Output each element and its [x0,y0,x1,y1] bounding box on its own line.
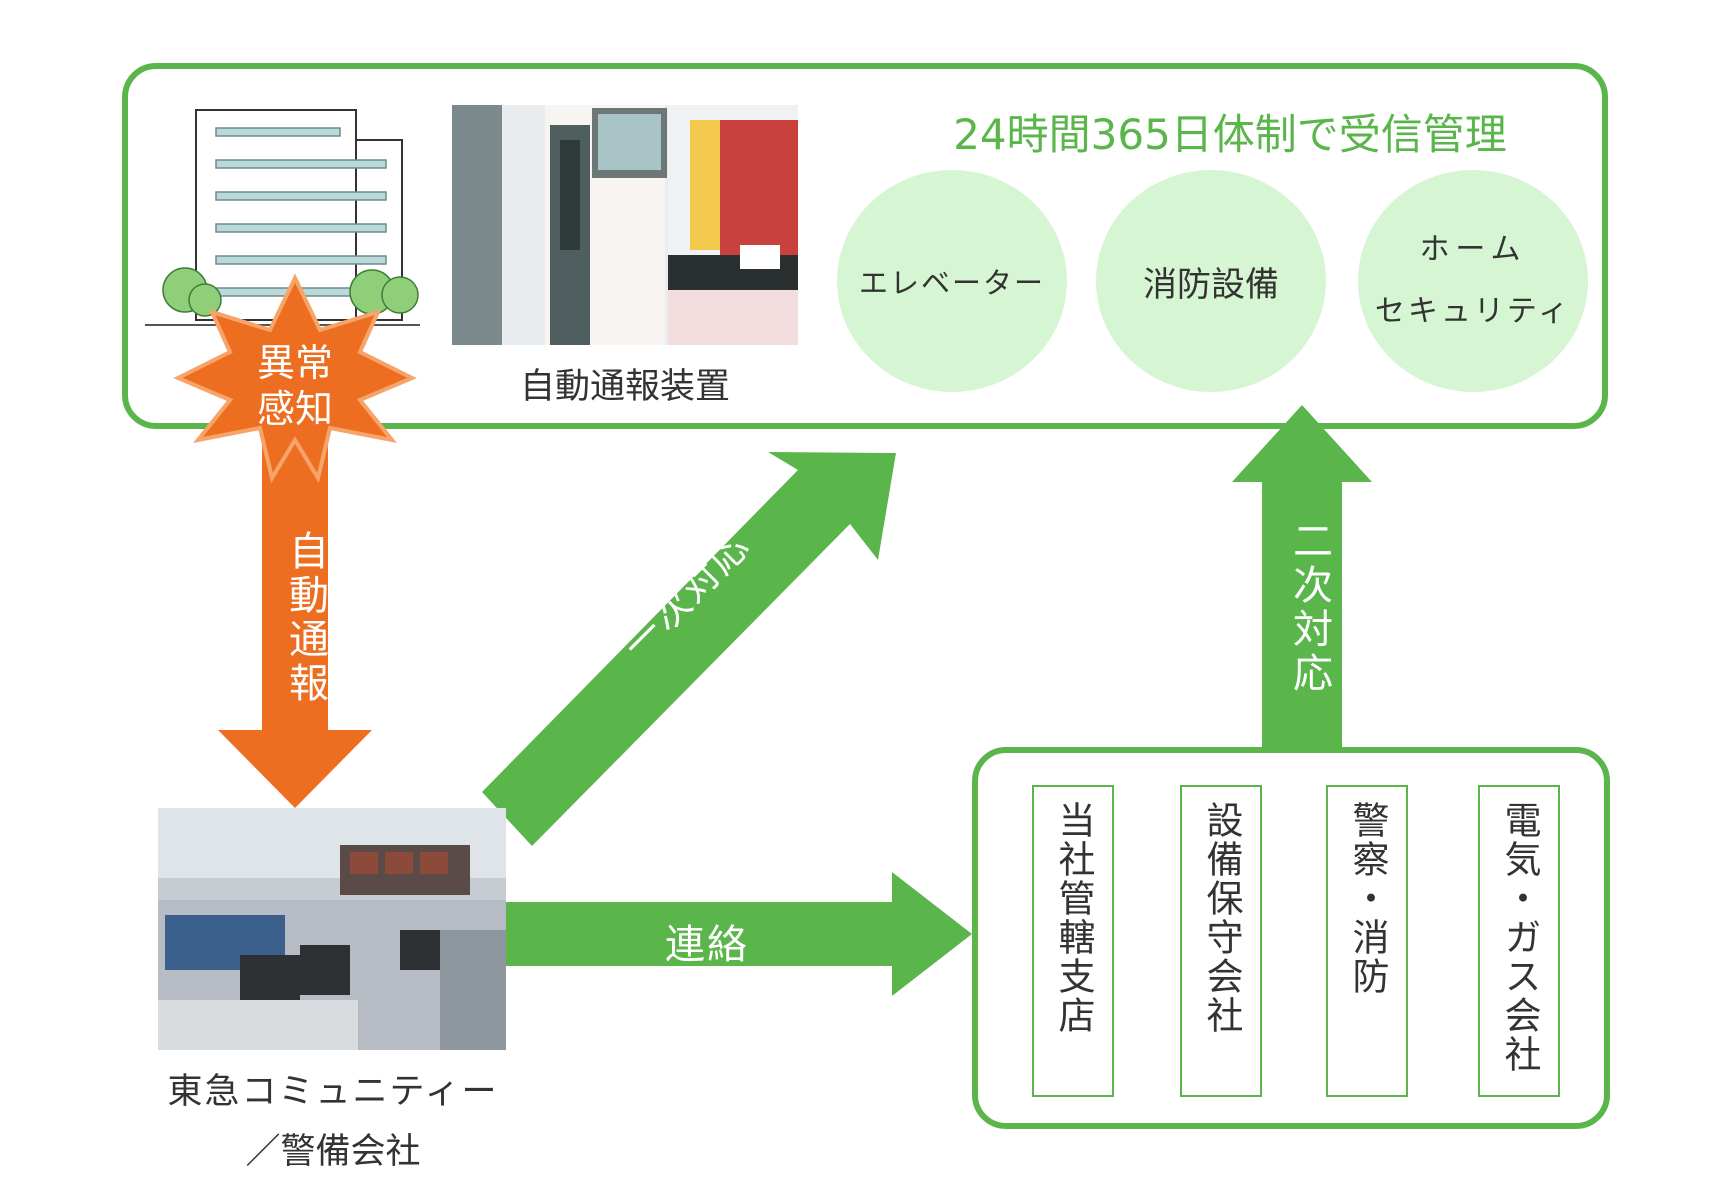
auto-device-caption: 自動通報装置 [519,367,730,407]
contact-arrow [505,872,972,996]
partner-maintenance: 設備保守会社 [1180,785,1262,1097]
partner-branch-label: 当社管轄支店 [1052,801,1095,1035]
alert-burst-line-1: 異常 [256,341,333,385]
service-fire-equipment-label: 消防設備 [1143,264,1279,305]
control-room-photo [158,808,506,1050]
partner-branch: 当社管轄支店 [1032,785,1114,1097]
service-elevator: エレベーター [837,170,1067,392]
auto-device-photo [452,105,798,345]
contact-label: 連絡 [665,922,749,968]
partner-maintenance-label: 設備保守会社 [1200,801,1243,1035]
alert-burst-text: 異常 感知 [235,340,355,432]
partner-utilities: 電気・ガス会社 [1478,785,1560,1097]
center-caption-line-1: 東急コミュニティー [167,1072,499,1112]
building-illustration [145,109,420,326]
center-caption: 東急コミュニティー ／警備会社 [148,1062,518,1182]
auto-report-label: 自動通報 [282,530,328,706]
alert-burst-line-2: 感知 [256,387,333,431]
service-home-security-label-1: ホーム [1419,232,1527,267]
secondary-response-arrow [1232,405,1372,750]
service-fire-equipment: 消防設備 [1096,170,1326,392]
monitoring-title: 24時間365日体制で受信管理 [953,110,1507,159]
alert-burst [173,273,417,484]
partner-utilities-label: 電気・ガス会社 [1498,801,1541,1074]
partner-police-fire: 警察・消防 [1326,785,1408,1097]
service-elevator-label: エレベーター [858,266,1045,300]
service-home-security: ホーム セキュリティ [1358,170,1588,392]
auto-report-arrow [218,430,372,808]
center-caption-line-2: ／警備会社 [245,1132,421,1172]
secondary-response-label: 二次対応 [1286,520,1332,696]
partner-police-fire-label: 警察・消防 [1346,801,1389,996]
service-home-security-label-2: セキュリティ [1374,294,1572,329]
monitoring-frame [122,63,1608,429]
primary-response-arrow [482,452,896,846]
